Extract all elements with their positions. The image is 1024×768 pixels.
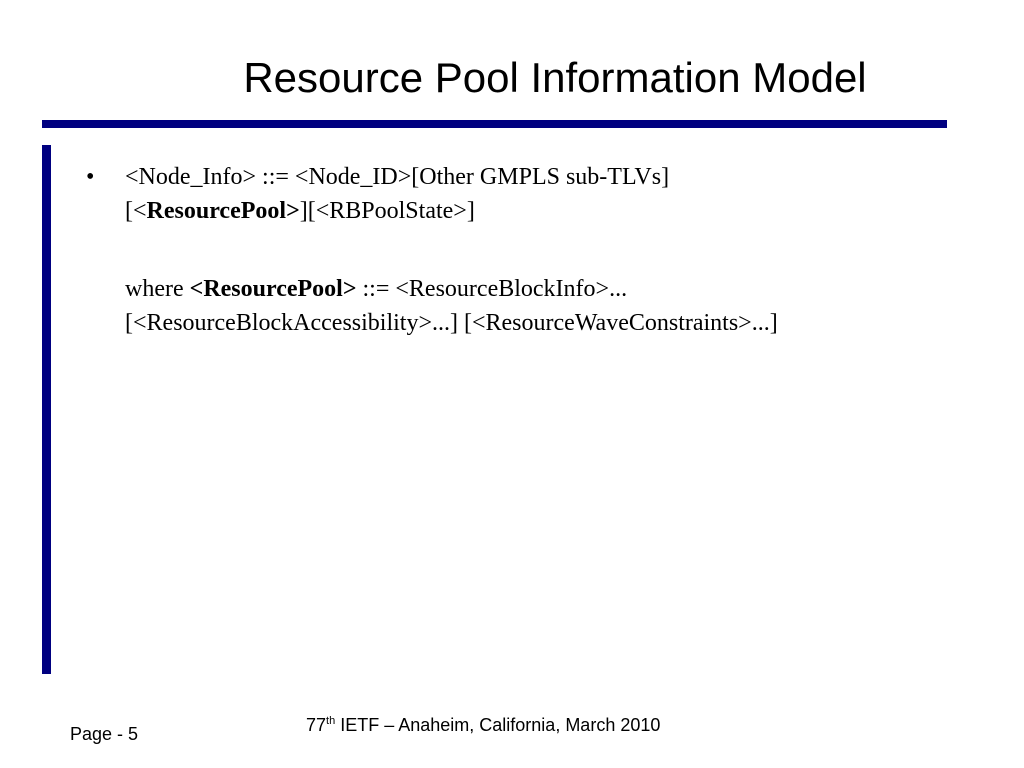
where-prefix: where: [125, 276, 190, 302]
page-number: Page - 5: [70, 724, 139, 744]
bullet-icon: •: [86, 164, 95, 190]
where-suffix: ::= <ResourceBlockInfo>...: [356, 276, 628, 302]
event-number: 77: [306, 715, 327, 735]
left-accent-bar: [42, 145, 51, 674]
line2-bold-term: ResourcePool: [146, 198, 287, 224]
event-superscript: th: [326, 715, 336, 727]
where-line-2: [<ResourceBlockAccessibility>...] [<Reso…: [125, 310, 778, 336]
where-bold-term: <ResourcePool>: [189, 276, 357, 302]
where-line-1: where <ResourcePool> ::= <ResourceBlockI…: [125, 272, 966, 306]
title-divider: [42, 120, 947, 128]
bullet-line-2: [<ResourcePool>][<RBPoolState>]: [125, 194, 966, 228]
slide-body: • <Node_Info> ::= <Node_ID>[Other GMPLS …: [86, 160, 966, 340]
event-text: IETF – Anaheim, California, March 2010: [335, 715, 661, 735]
line2-bold-close: >: [286, 198, 300, 224]
bullet-item: • <Node_Info> ::= <Node_ID>[Other GMPLS …: [86, 160, 966, 228]
slide-title: Resource Pool Information Model: [243, 54, 867, 101]
where-definition: where <ResourcePool> ::= <ResourceBlockI…: [86, 272, 966, 340]
line2-prefix: [<: [125, 198, 147, 224]
bullet-line-1: <Node_Info> ::= <Node_ID>[Other GMPLS su…: [125, 164, 670, 190]
event-footer: 77th IETF – Anaheim, California, March 2…: [306, 715, 660, 736]
line2-suffix: ][<RBPoolState>]: [299, 198, 475, 224]
